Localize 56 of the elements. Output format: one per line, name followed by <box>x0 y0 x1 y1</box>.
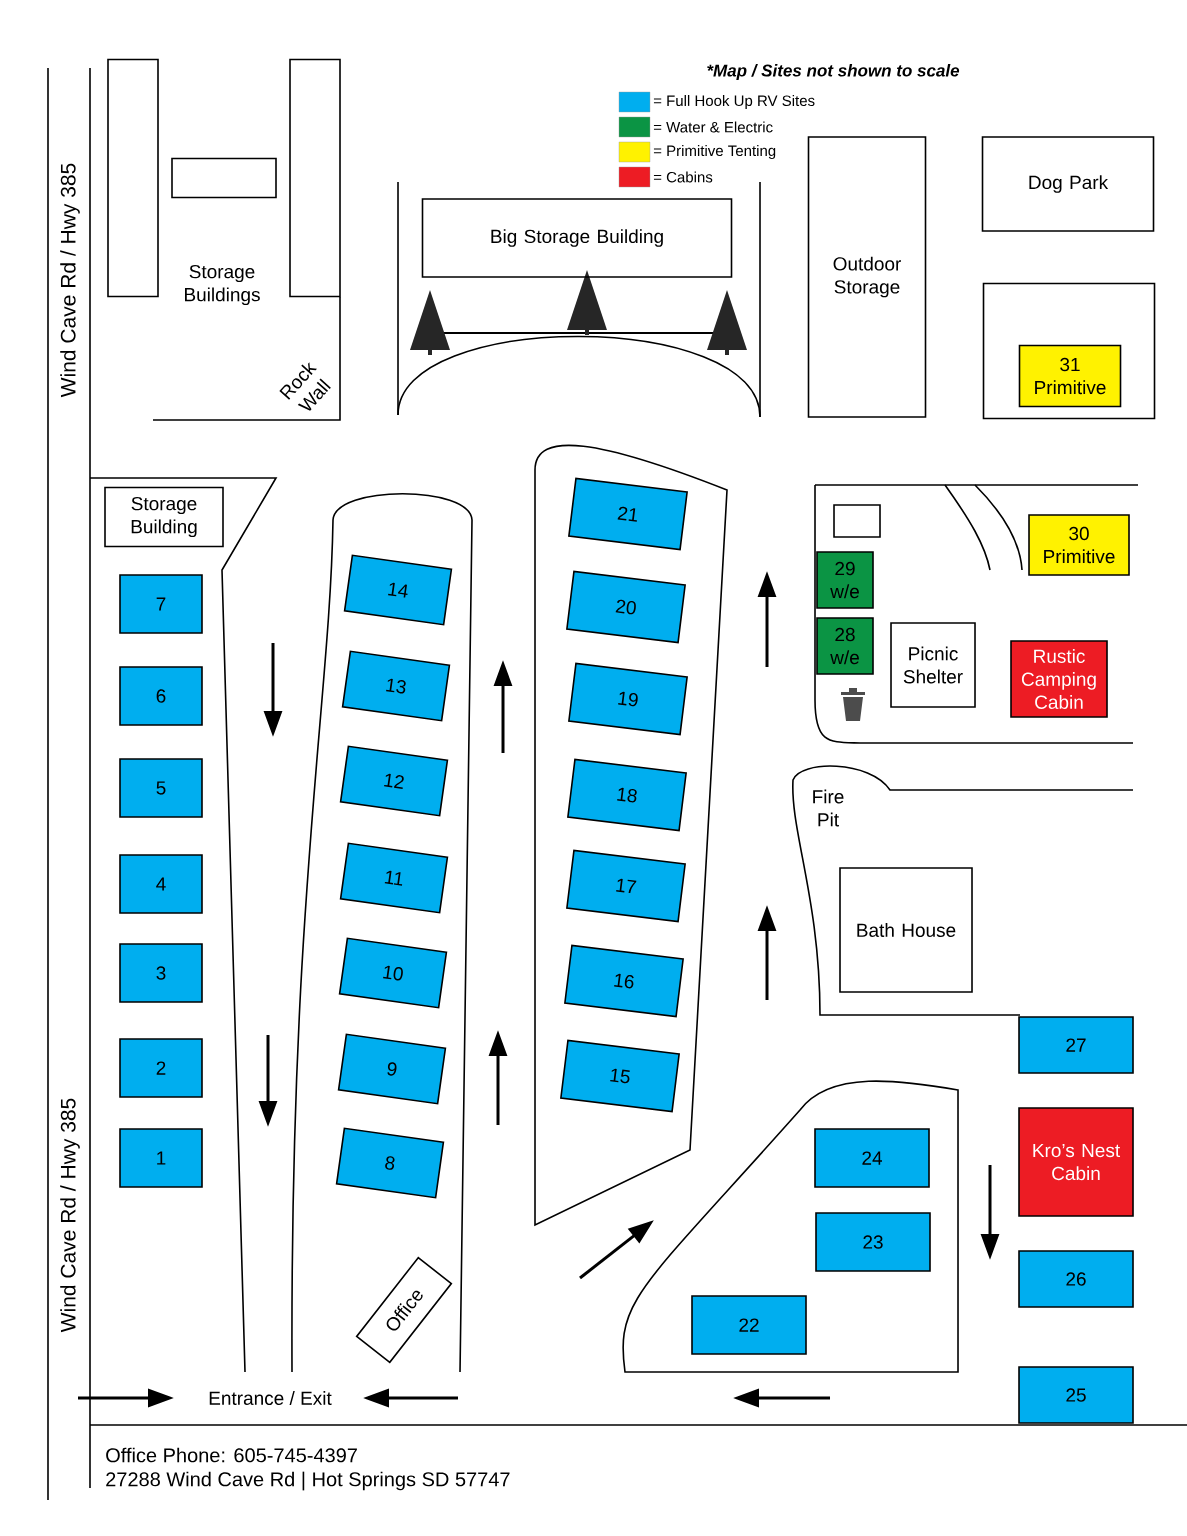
campsite-box: 24 <box>814 1128 930 1188</box>
campsite-box: 11 <box>339 842 449 914</box>
campsite-box: 23 <box>815 1212 931 1272</box>
entrance-exit-label: Entrance / Exit <box>209 1391 332 1405</box>
campsite-box: 21 <box>568 477 688 551</box>
building-outline <box>289 58 341 298</box>
campsite-box: 4 <box>119 854 203 914</box>
dog-park-box: Dog Park <box>981 136 1155 232</box>
campsite-box: 29 w/e <box>816 551 874 609</box>
legend-text: = Water & Electric <box>653 121 773 133</box>
campsite-box: 27 <box>1018 1016 1134 1074</box>
campsite-box: 26 <box>1018 1250 1134 1308</box>
area-label: Storage Buildings <box>185 264 260 306</box>
contact-text: Office Phone: 605-745-4397 <box>106 1447 357 1463</box>
campsite-box: 9 <box>337 1033 447 1105</box>
campsite-box: 7 <box>119 574 203 634</box>
campsite-box: 17 <box>566 849 686 923</box>
campsite-box: 8 <box>335 1127 445 1199</box>
campsite-box: 13 <box>341 650 451 722</box>
campsite-box: 6 <box>119 666 203 726</box>
campsite-box: 2 <box>119 1038 203 1098</box>
building-box: Big Storage Building <box>421 198 733 278</box>
campsite-box: 3 <box>119 943 203 1003</box>
campsite-box: 15 <box>560 1039 680 1113</box>
legend-text: = Primitive Tenting <box>653 145 776 159</box>
building-outline <box>833 504 881 538</box>
campsite-box: 20 <box>566 570 686 644</box>
campsite-box: 31 Primitive <box>1018 344 1122 408</box>
building-box: Bath House <box>839 867 973 993</box>
legend-text: = Full Hook Up RV Sites <box>653 95 815 109</box>
cabin-box: Kro’s Nest Cabin <box>1018 1107 1134 1217</box>
campsite-box: 25 <box>1018 1366 1134 1424</box>
campsite-box: 1 <box>119 1128 203 1188</box>
road-name: Wind Cave Rd / Hwy 385 <box>60 1098 80 1333</box>
fire-pit-label: Fire Pit <box>813 789 844 827</box>
building-box: Storage Building <box>104 486 224 548</box>
road-name: Wind Cave Rd / Hwy 385 <box>60 163 80 398</box>
campsite-box: 30 Primitive <box>1028 514 1130 576</box>
campsite-box: 5 <box>119 758 203 818</box>
cabin-box: Rustic Camping Cabin <box>1010 640 1108 718</box>
site-outline <box>982 282 1156 420</box>
shelter-box: Picnic Shelter <box>890 622 976 708</box>
campsite-box: 16 <box>564 944 684 1018</box>
campsite-box: 18 <box>567 758 687 832</box>
map-note: *Map / Sites not shown to scale <box>707 64 960 80</box>
storage-area-box: Outdoor Storage <box>807 136 927 418</box>
campsite-box: 19 <box>568 662 688 736</box>
address-text: 27288 Wind Cave Rd | Hot Springs SD 57747 <box>106 1471 510 1491</box>
building-outline <box>107 58 159 298</box>
campsite-box: 10 <box>338 937 448 1009</box>
building-outline <box>171 157 277 199</box>
campsite-box: 12 <box>339 745 449 817</box>
legend-text: = Cabins <box>653 171 713 183</box>
campsite-box: 14 <box>343 554 453 626</box>
campsite-box: 22 <box>691 1295 807 1355</box>
campsite-box: 28 w/e <box>816 617 874 675</box>
